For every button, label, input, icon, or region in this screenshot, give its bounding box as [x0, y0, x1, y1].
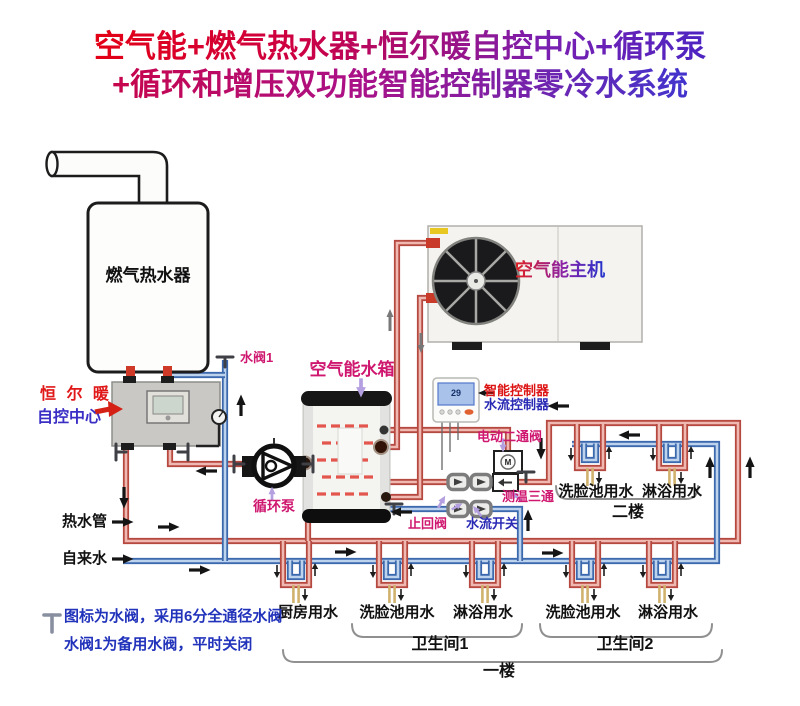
valve1-label: 水阀1 [240, 350, 274, 365]
fixture-label-basin-1f: 洗脸池用水 [359, 604, 435, 621]
pressure-gauge-icon [211, 409, 227, 425]
gas-heater-label: 燃气热水器 [105, 266, 191, 285]
annotation-arrows [94, 376, 525, 520]
control-center-name-label: 恒 尔 暖 [40, 386, 112, 403]
flow-switch-label: 水流开关 [466, 516, 519, 531]
fixture-basin-1f [370, 541, 414, 603]
thermostat-display: 29 [450, 388, 462, 398]
floor1-label: 一楼 [482, 663, 516, 680]
note-line1: 图标为水阀，采用6分全通径水阀 [64, 608, 283, 625]
pump-label: 循环泵 [253, 498, 295, 514]
tank-label: 空气能水箱 [309, 360, 395, 379]
control-center-arrow [94, 401, 123, 417]
controller-label-line2: 水流控制器 [484, 397, 550, 412]
note-line2: 水阀1为备用水阀，平时关闭 [64, 636, 253, 653]
tank-sticker [337, 427, 363, 475]
page-title: 空气能+燃气热水器+恒尔暖自控中心+循环泵 +循环和增压双功能智能控制器零冷水系… [0, 28, 800, 104]
check-valve-icons [446, 472, 493, 519]
warning-sticker [430, 228, 448, 234]
temp-tee-icon [492, 473, 519, 492]
bathroom1-label: 卫生间1 [411, 636, 469, 653]
fixture-label-shower-1f: 淋浴用水 [452, 604, 514, 621]
fixture-label-shower2-1f: 淋浴用水 [637, 604, 699, 621]
circulation-pump-icon [242, 438, 306, 489]
controller-label-line1: 智能控制器 [484, 383, 550, 398]
fixture-shower-2f [650, 424, 694, 486]
fixture-basin2-1f [563, 541, 607, 603]
controller-screen [437, 382, 475, 406]
fixture-shower2-1f [640, 541, 684, 603]
flow-arrows [110, 309, 757, 577]
motor-valve-label: 电动二通阀 [477, 429, 543, 444]
valve1-icon [215, 355, 235, 369]
floor2-label: 二楼 [611, 504, 645, 521]
water-tank [297, 391, 392, 523]
valve-legend-icon [42, 613, 62, 634]
fixture-kitchen [274, 541, 318, 603]
fixture-label-shower-2f: 淋浴用水 [641, 483, 703, 500]
control-center-box [111, 376, 227, 450]
fixture-label-basin2-1f: 洗脸池用水 [545, 604, 621, 621]
heat-pump-label: 空气能主机 [515, 260, 605, 280]
gas-water-heater [45, 150, 210, 376]
check-valve-label: 止回阀 [408, 516, 448, 531]
motor-valve-icon: M [493, 450, 523, 474]
temp-tee-label: 测温三通 [502, 489, 555, 504]
hot-pipe-label: 热水管 [62, 513, 108, 530]
title-line1: 空气能+燃气热水器+恒尔暖自控中心+循环泵 [0, 28, 800, 66]
fixture-shower-1f [463, 541, 507, 603]
fixture-label-basin-2f: 洗脸池用水 [558, 483, 634, 500]
fan-icon [431, 236, 521, 326]
smart-controller [432, 377, 480, 470]
fixture-basin-2f [568, 424, 612, 486]
flue-pipe [50, 150, 169, 205]
motor-valve-m-label: M [505, 458, 512, 467]
flue-cap [45, 150, 59, 178]
control-center-sub-label: 自控中心 [37, 409, 102, 426]
bathroom2-label: 卫生间2 [596, 636, 654, 653]
heat-pump-unit [426, 225, 643, 350]
fixture-label-kitchen: 厨房用水 [277, 604, 339, 621]
title-line2: +循环和增压双功能智能控制器零冷水系统 [0, 66, 800, 104]
cold-pipe-label: 自来水 [62, 550, 108, 567]
group-brackets [282, 485, 723, 663]
